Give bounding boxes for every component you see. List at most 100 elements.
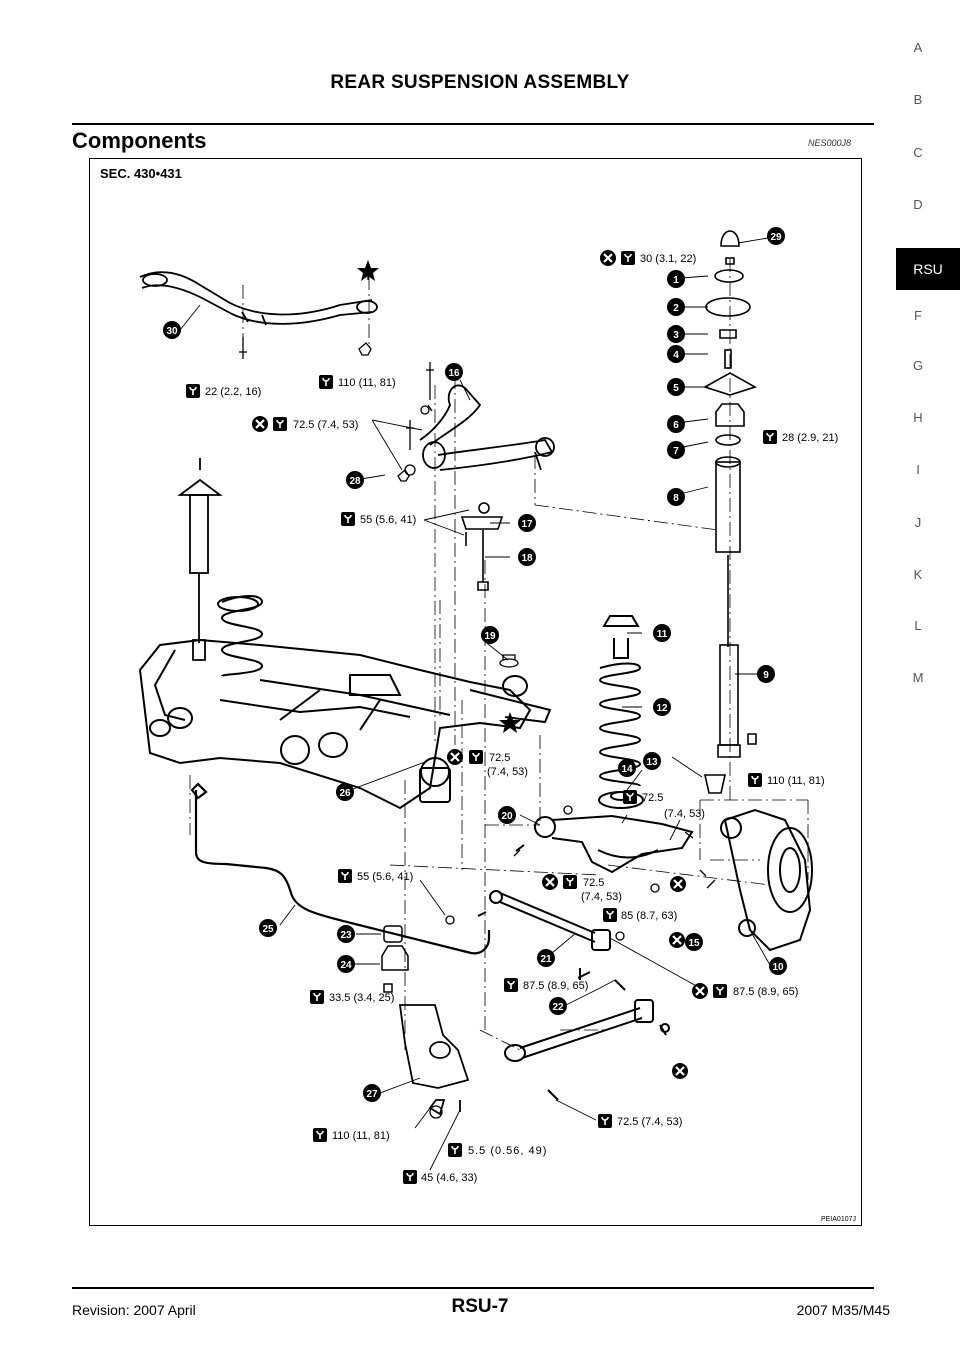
torque-label-5: 28 (2.9, 21) — [782, 432, 838, 444]
torque-label-4: 72.5 (7.4, 53) — [293, 419, 358, 431]
part-number-label: 2 — [673, 303, 679, 314]
torque-label-6: 55 (5.6, 41) — [360, 514, 416, 526]
shock-absorber-left — [177, 458, 223, 661]
index-tab-f[interactable]: F — [914, 308, 922, 323]
torque-label-13: 33.5 (3.4, 25) — [329, 992, 394, 1004]
part-number-marker-4: 4 — [667, 345, 685, 363]
torque-label-15: 87.5 (8.9, 65) — [733, 986, 798, 998]
part-number-marker-19: 19 — [481, 626, 499, 644]
index-tab-a[interactable]: A — [913, 40, 923, 55]
upper-link-16 — [419, 384, 555, 471]
index-tab-l[interactable]: L — [914, 618, 922, 633]
part-number-label: 25 — [262, 924, 274, 935]
bracket-27 — [398, 1004, 470, 1116]
part-number-label: 6 — [673, 420, 679, 431]
star-mark-icon — [357, 260, 379, 281]
leader-lines — [179, 237, 771, 1171]
torque-label-1: 30 (3.1, 22) — [640, 253, 696, 265]
part-number-label: 30 — [166, 326, 178, 337]
part-number-label: 12 — [656, 703, 668, 714]
part-number-marker-9: 9 — [757, 665, 775, 683]
part-number-label: 22 — [552, 1002, 564, 1013]
torque-label-8: 110 (11, 81) — [767, 775, 825, 787]
upper-member-30 — [139, 271, 378, 326]
index-tab-k[interactable]: K — [913, 567, 923, 582]
footer-revision: Revision: 2007 April — [72, 1302, 196, 1318]
torque-label-7a: 72.5 — [489, 752, 510, 764]
torque-label-14: 87.5 (8.9, 65) — [523, 980, 588, 992]
part-number-marker-1: 1 — [667, 270, 685, 288]
part-number-marker-12: 12 — [653, 698, 671, 716]
index-tab-d[interactable]: D — [913, 197, 923, 212]
index-tab-h[interactable]: H — [913, 410, 923, 425]
part-number-label: 11 — [657, 629, 668, 640]
part-number-label: 9 — [763, 670, 769, 681]
part-number-label: 4 — [673, 350, 679, 361]
index-tab-b[interactable]: B — [913, 92, 923, 107]
part-number-label: 20 — [501, 811, 513, 822]
part-number-marker-2: 2 — [667, 298, 685, 316]
diagram-frame — [89, 158, 862, 1226]
nut-19 — [499, 654, 519, 668]
part-number-label: 7 — [673, 446, 679, 457]
header-rule — [72, 123, 874, 125]
footer-rule — [72, 1287, 874, 1289]
torque-label-3: 110 (11, 81) — [338, 377, 396, 389]
torque-label-7b: (7.4, 53) — [487, 766, 528, 778]
part-number-label: 5 — [673, 383, 679, 394]
stabilizer-bar-25 — [190, 782, 491, 955]
part-number-label: 23 — [340, 930, 352, 941]
part-number-marker-23: 23 — [337, 925, 355, 943]
part-number-marker-30: 30 — [163, 321, 181, 339]
part-number-marker-29: 29 — [767, 227, 785, 245]
section-title: Components — [72, 128, 207, 153]
part-number-label: 28 — [349, 476, 361, 487]
part-number-markers: 1234567891011121314151617181920212223242… — [163, 227, 787, 1102]
part-number-marker-10: 10 — [769, 957, 787, 975]
torque-label-10: 55 (5.6, 41) — [357, 871, 413, 883]
torque-label-18: 5.5 (0.56, 49) — [468, 1145, 547, 1157]
coil-spring-right — [598, 615, 644, 809]
part-number-label: 27 — [366, 1089, 378, 1100]
part-number-marker-21: 21 — [537, 949, 555, 967]
index-tab-j[interactable]: J — [914, 515, 922, 530]
index-tab-i[interactable]: I — [916, 462, 920, 477]
bushing-23-clamp-24 — [381, 925, 409, 993]
part-number-marker-26: 26 — [336, 783, 354, 801]
part-number-marker-13: 13 — [643, 752, 661, 770]
part-number-marker-22: 22 — [549, 997, 567, 1015]
part-number-label: 21 — [540, 954, 552, 965]
lower-link-22 — [504, 979, 670, 1101]
part-number-marker-25: 25 — [259, 919, 277, 937]
fasteners — [397, 362, 434, 482]
part-number-label: 24 — [340, 960, 352, 971]
strut-column-right — [703, 230, 757, 794]
index-tab-rsu[interactable]: RSU — [896, 248, 960, 290]
index-tab-m[interactable]: M — [912, 670, 924, 685]
index-tab-g[interactable]: G — [912, 358, 924, 373]
axle-housing-10 — [720, 808, 813, 952]
torque-label-2: 22 (2.2, 16) — [205, 386, 261, 398]
part-number-marker-16: 16 — [445, 363, 463, 381]
part-number-label: 18 — [521, 553, 533, 564]
part-number-marker-11: 11 — [653, 624, 671, 642]
page-header-title: REAR SUSPENSION ASSEMBLY — [330, 72, 630, 93]
part-number-marker-18: 18 — [518, 548, 536, 566]
torque-label-11a: 72.5 — [583, 877, 604, 889]
small-fasteners — [429, 805, 716, 1119]
part-number-label: 16 — [448, 368, 460, 379]
footer-page-number: RSU-7 — [451, 1296, 509, 1317]
torque-label-9a: 72.5 — [642, 792, 663, 804]
alignment-guide-lines — [189, 258, 809, 1051]
part-number-label: 26 — [339, 788, 351, 799]
bracket-17-rod-18 — [460, 502, 504, 591]
index-tab-c[interactable]: C — [913, 145, 923, 160]
part-number-label: 3 — [673, 330, 679, 341]
part-number-marker-24: 24 — [337, 955, 355, 973]
torque-label-12: 85 (8.7, 63) — [621, 910, 677, 922]
sec-label: SEC. 430•431 — [100, 166, 182, 181]
part-number-marker-28: 28 — [346, 471, 364, 489]
part-number-label: 17 — [521, 519, 533, 530]
part-number-label: 8 — [673, 493, 679, 504]
